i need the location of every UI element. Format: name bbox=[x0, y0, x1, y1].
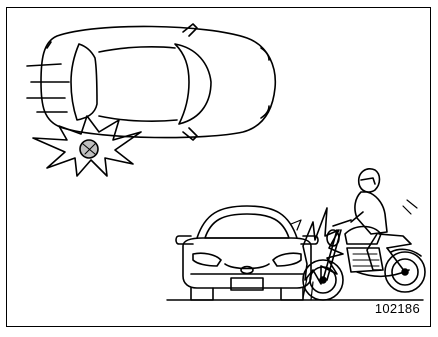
collision-illustration bbox=[7, 8, 432, 328]
illustration-frame: 102186 bbox=[6, 7, 431, 327]
car-top-view bbox=[27, 24, 275, 140]
impact-burst-top bbox=[33, 116, 141, 176]
car-front-view bbox=[176, 206, 318, 300]
figure-id-label: 102186 bbox=[375, 301, 420, 316]
motorcycle-rider bbox=[303, 169, 425, 300]
